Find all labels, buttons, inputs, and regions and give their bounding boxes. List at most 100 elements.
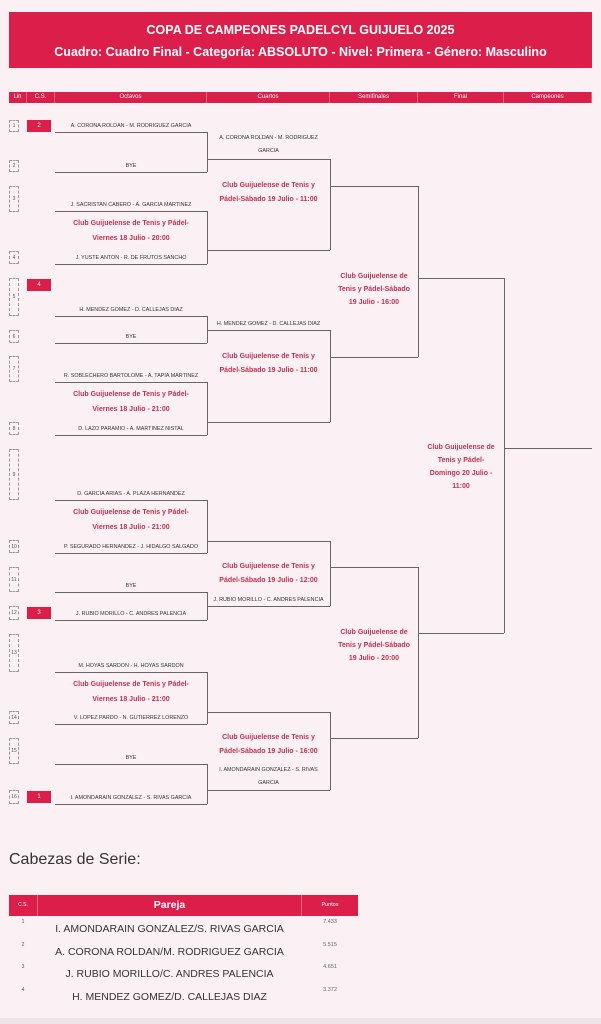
bracket-line — [207, 250, 330, 251]
octavos-team-top[interactable]: M. HOYAS SARDON - H. HOYAS SARDON — [78, 663, 184, 669]
octavos-team-bottom[interactable]: V. LOPEZ PARDO - N. GUTIERREZ LORENZO — [73, 715, 189, 721]
match-venue: Club Guijuelense de Tenis y — [222, 734, 315, 741]
match-venue: Club Guijuelense de Tenis y Pádel- — [73, 509, 189, 516]
octavos-team-bottom[interactable]: BYE — [125, 163, 137, 169]
match-venue: Club Guijuelense de Tenis y — [222, 353, 315, 360]
seeds-header-cs: C.S. — [9, 895, 37, 916]
bracket-line — [55, 382, 207, 383]
match-venue: Tenis y Pádel-Sábado — [338, 286, 410, 293]
line-number-box: 15 — [9, 738, 19, 764]
tournament-title: COPA DE CAMPEONES PADELCYL GUIJUELO 2025 — [146, 23, 455, 37]
match-venue: Tenis y Pádel-Sábado — [338, 642, 410, 649]
match-venue: Pádel-Sábado 19 Julio - 11:00 — [219, 367, 318, 374]
column-header-lin: Lin — [9, 92, 27, 103]
seed-number: 4 — [21, 987, 25, 993]
bracket-line — [55, 343, 207, 344]
match-venue: Club Guijuelense de Tenis y Pádel- — [73, 220, 189, 227]
seed-badge: 3 — [27, 607, 51, 619]
bracket-line — [55, 264, 207, 265]
champion-line — [504, 448, 592, 449]
seed-points: 7.433 — [323, 919, 337, 925]
line-number-box: 2 — [9, 160, 19, 172]
bracket-line — [55, 435, 207, 436]
octavos-team-bottom[interactable]: D. LAZO PARAMIO - A. MARTINEZ NISTAL — [78, 426, 184, 432]
bracket-line — [418, 633, 504, 634]
bracket-connector — [207, 211, 208, 264]
line-number-box: 5 — [9, 278, 19, 316]
octavos-team-bottom[interactable]: J. RUBIO MORILLO - C. ANDRES PALENCIA — [75, 611, 187, 617]
line-number-box: 16 — [9, 790, 19, 804]
draw-subtitle: Cuadro: Cuadro Final - Categoría: ABSOLU… — [54, 45, 547, 59]
match-venue: Club Guijuelense de Tenis y Pádel- — [73, 391, 189, 398]
line-number-box: 7 — [9, 356, 19, 382]
column-header-semifinales: Semifinales — [330, 92, 418, 103]
bracket-line — [207, 712, 330, 713]
bracket-connector — [330, 541, 331, 606]
bracket-line — [55, 764, 207, 765]
bracket-connector — [207, 382, 208, 435]
octavos-team-bottom[interactable]: P. SEGURADO HERNANDEZ - J. HIDALGO SALGA… — [63, 544, 199, 550]
bracket-line — [207, 330, 330, 331]
seed-pair: J. RUBIO MORILLO/C. ANDRES PALENCIA — [65, 968, 274, 980]
octavos-team-top[interactable]: H. MENDEZ GOMEZ - D. CALLEJAS DIAZ — [79, 307, 183, 313]
seed-points: 3.372 — [323, 987, 337, 993]
octavos-team-top[interactable]: D. GARCIA ARIAS - A. PLAZA HERNANDEZ — [77, 491, 185, 497]
tournament-title-banner: COPA DE CAMPEONES PADELCYL GUIJUELO 2025… — [9, 12, 592, 68]
bracket-connector — [330, 330, 331, 422]
octavos-team-top[interactable]: BYE — [125, 583, 137, 589]
column-header-octavos: Octavos — [55, 92, 207, 103]
line-number-box: 6 — [9, 330, 19, 343]
octavos-team-bottom[interactable]: J. YUSTE ANTON - R. DE FRUTOS SANCHO — [75, 255, 187, 261]
cuartos-team[interactable]: J. RUBIO MORILLO - C. ANDRES PALENCIA — [213, 597, 324, 603]
bracket-line — [55, 500, 207, 501]
octavos-team-top[interactable]: J. SACRISTAN CABERO - A. GARCIA MARTINEZ — [70, 202, 192, 208]
bracket-connector — [207, 764, 208, 804]
line-number-box: 12 — [9, 606, 19, 620]
final-venue: Club Guijuelense de — [427, 444, 495, 451]
match-venue: 19 Julio - 20:00 — [348, 655, 400, 662]
final-venue: 11:00 — [452, 483, 470, 490]
octavos-team-top[interactable]: A. CORONA ROLDAN - M. RODRIGUEZ GARCIA — [70, 123, 192, 129]
bracket-connector — [330, 159, 331, 250]
cuartos-team[interactable]: GARCIA — [258, 780, 279, 786]
seed-number: 1 — [21, 919, 25, 925]
bracket-line — [55, 804, 207, 805]
bracket-line — [55, 724, 207, 725]
bracket-connector — [207, 132, 208, 172]
bracket-line — [418, 278, 504, 279]
column-header-cuartos: Cuartos — [207, 92, 330, 103]
bracket-line — [207, 422, 330, 423]
octavos-team-top[interactable]: R. SOBLECHERO BARTOLOME - A. TAPIA MARTI… — [63, 373, 199, 379]
final-venue: Domingo 20 Julio - — [429, 470, 493, 477]
seed-points: 5.515 — [323, 942, 337, 948]
cuartos-team[interactable]: I. AMONDARAIN GONZALEZ - S. RIVAS — [219, 767, 318, 773]
bracket-line — [55, 172, 207, 173]
bracket-line — [330, 186, 418, 187]
octavos-team-bottom[interactable]: BYE — [125, 334, 137, 340]
cuartos-team[interactable]: GARCIA — [258, 148, 279, 154]
seed-badge: 2 — [27, 120, 51, 132]
column-header-cs: C.S. — [27, 92, 55, 103]
bracket-line — [55, 132, 207, 133]
seeds-header-puntos: Puntos — [302, 895, 358, 916]
bracket-line — [55, 316, 207, 317]
octavos-team-top[interactable]: BYE — [125, 755, 137, 761]
seed-points: 4.651 — [323, 964, 337, 970]
match-venue: Club Guijuelense de Tenis y — [222, 563, 315, 570]
seed-badge: 4 — [27, 279, 51, 291]
bracket-line — [207, 159, 330, 160]
line-number-box: 4 — [9, 251, 19, 264]
seeds-header-pareja: Pareja — [37, 895, 302, 916]
bracket-connector — [418, 186, 419, 357]
octavos-team-bottom[interactable]: I. AMONDARAIN GONZALEZ - S. RIVAS GARCIA — [70, 795, 192, 801]
column-header-final: Final — [418, 92, 504, 103]
match-venue: Pádel-Sábado 19 Julio - 16:00 — [219, 748, 318, 755]
bracket-connector — [504, 278, 505, 633]
bracket-line — [55, 553, 207, 554]
bracket-connector — [330, 712, 331, 790]
seed-badge: 1 — [27, 791, 51, 803]
match-venue: Viernes 18 Julio - 21:00 — [92, 406, 170, 413]
cuartos-team[interactable]: H. MENDEZ GOMEZ - D. CALLEJAS DIAZ — [216, 321, 321, 327]
bracket-line — [207, 541, 330, 542]
cuartos-team[interactable]: A. CORONA ROLDAN - M. RODRIGUEZ — [219, 135, 318, 141]
